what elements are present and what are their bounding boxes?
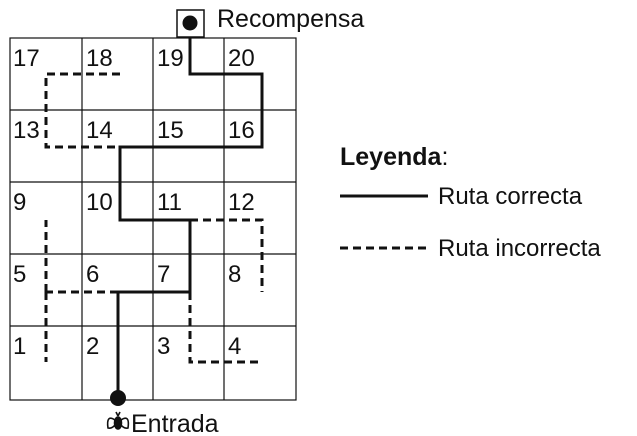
legend-correct-label: Ruta correcta: [438, 183, 583, 210]
entrance-label: Entrada: [131, 410, 219, 436]
dead-end-route-right: [190, 218, 264, 292]
maze-grid: [9, 37, 297, 401]
cell-8: 8: [228, 261, 241, 288]
cell-numbers: 17 18 19 20 13 14 15 16 9 10 11 12 5 6 7…: [13, 45, 255, 360]
incorrect-routes: [44, 72, 264, 364]
legend-title: Leyenda: [340, 143, 443, 171]
bee-icon: [106, 411, 130, 430]
cell-2: 2: [86, 333, 99, 360]
entrance-dot: [110, 390, 126, 406]
cell-18: 18: [86, 45, 113, 72]
cell-4: 4: [228, 333, 241, 360]
cell-16: 16: [228, 117, 255, 144]
cell-10: 10: [86, 189, 113, 216]
cell-3: 3: [157, 333, 170, 360]
legend-title-line: Leyenda:: [340, 143, 448, 171]
cell-20: 20: [228, 45, 255, 72]
legend-colon: :: [441, 143, 448, 171]
legend-incorrect-label: Ruta incorrecta: [438, 235, 601, 262]
cell-19: 19: [157, 45, 184, 72]
cell-5: 5: [13, 261, 26, 288]
cell-17: 17: [13, 45, 40, 72]
dead-end-route-top: [44, 72, 120, 149]
reward-box: [176, 9, 205, 38]
cell-1: 1: [13, 333, 26, 360]
cell-15: 15: [157, 117, 184, 144]
cell-7: 7: [157, 261, 170, 288]
legend: Leyenda: Ruta correcta Ruta incorrecta: [340, 143, 601, 262]
cell-9: 9: [13, 189, 26, 216]
cell-14: 14: [86, 117, 113, 144]
dead-end-route-bottom: [188, 292, 262, 364]
reward-label: Recompensa: [217, 5, 364, 33]
cell-6: 6: [86, 261, 99, 288]
correct-route: [116, 23, 264, 398]
cell-13: 13: [13, 117, 40, 144]
cell-12: 12: [228, 189, 255, 216]
cell-11: 11: [157, 189, 182, 216]
